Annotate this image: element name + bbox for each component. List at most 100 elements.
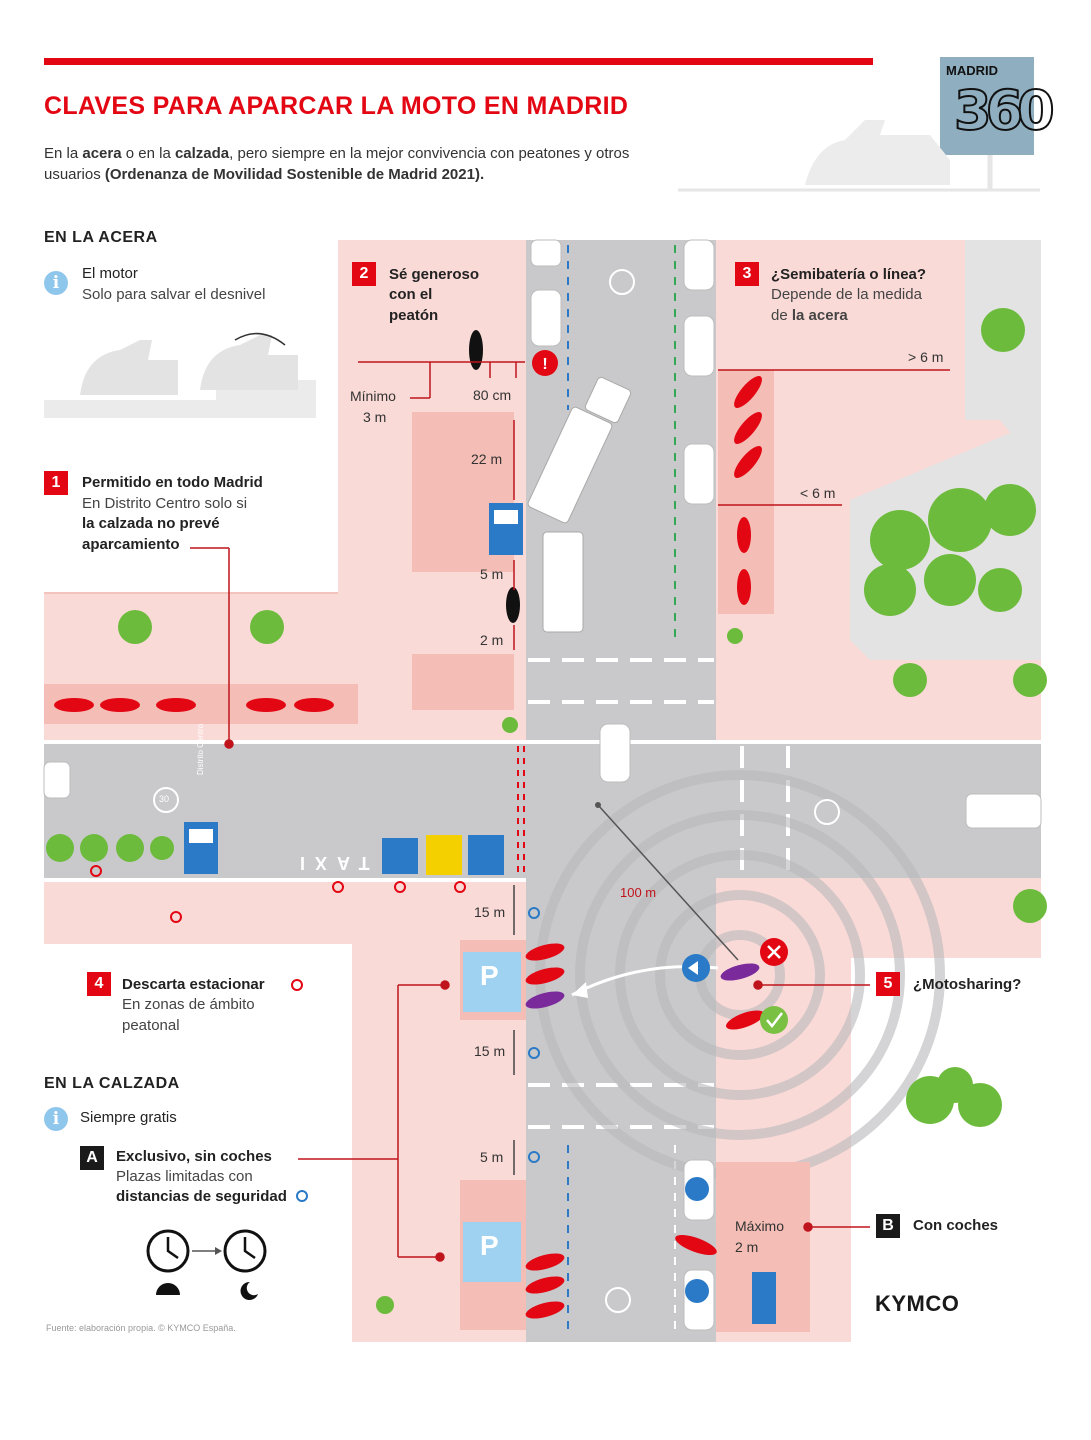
measure-15m: 15 m — [474, 904, 506, 920]
scooter-ghost-icon — [805, 120, 950, 185]
moon-icon — [240, 1281, 258, 1300]
intro-ordenanza: (Ordenanza de Movilidad Sostenible de Ma… — [104, 166, 485, 183]
item-A-line2: distancias de seguridad — [116, 1188, 287, 1205]
blue-mailbox — [468, 835, 504, 875]
scooter-ride-icon — [200, 335, 298, 390]
info-icon: i — [44, 1107, 68, 1131]
svg-text:P: P — [480, 1230, 499, 1261]
header-red-bar — [44, 58, 873, 65]
item-4-number: 4 — [87, 972, 111, 996]
measure-lines — [190, 361, 950, 1262]
trees — [46, 308, 1047, 1314]
road-edge — [44, 878, 526, 882]
curb — [44, 592, 338, 594]
red-dots — [90, 865, 466, 991]
sidewalk-bottom-left — [44, 878, 526, 944]
intro-part: , pero siempre en la mejor convivencia c… — [44, 145, 630, 183]
measure-lt6: < 6 m — [800, 485, 836, 501]
black-moto-icon — [506, 587, 520, 623]
intro-text: En la acera o en la calzada, pero siempr… — [44, 143, 664, 185]
item-4-title: Descarta estacionar — [122, 976, 265, 993]
black-moto-icon — [469, 330, 483, 370]
step-illustration — [44, 400, 316, 418]
kymco-logo: KYMCO — [875, 1291, 960, 1316]
measure-maximo-val: 2 m — [735, 1239, 759, 1255]
section-acera: EN LA ACERA — [44, 229, 158, 246]
intro-calzada: calzada — [174, 145, 230, 162]
speed-label: 30 — [159, 794, 170, 804]
logo-text: MADRID — [946, 63, 998, 78]
measure-minimo-val: 3 m — [363, 409, 387, 425]
accessible-icon — [382, 838, 418, 874]
plaza-area — [965, 240, 1041, 470]
item-3-title: ¿Semibatería o línea? — [771, 266, 927, 283]
motion-arrow — [234, 332, 286, 346]
distrito-label: Distrito Centro — [196, 723, 205, 775]
measure-22m: 22 m — [471, 451, 503, 467]
logo-number: 360 — [953, 78, 1056, 143]
measure-5m: 5 m — [480, 566, 504, 582]
item-3-number: 3 — [735, 262, 759, 286]
item-5-number: 5 — [876, 972, 900, 996]
item-B-title: Con coches — [913, 1217, 999, 1234]
taxi-label: TAXI — [290, 853, 370, 873]
measure-100m: 100 m — [620, 885, 657, 900]
item-2-line1: Sé generoso — [389, 266, 480, 283]
item-3-line1: Depende de la medida — [771, 286, 922, 303]
item-1-number: 1 — [44, 471, 68, 495]
cars — [43, 239, 1042, 1331]
measure-80cm: 80 cm — [473, 387, 512, 403]
item-A-number: A — [80, 1146, 104, 1170]
euro-icon — [685, 1177, 709, 1201]
madrid-360-logo: MADRID 360 — [940, 57, 1056, 155]
info-icon: i — [44, 271, 68, 295]
warning-icon — [532, 350, 558, 376]
item-2-line2: con el — [389, 286, 433, 303]
arrow-head — [572, 982, 588, 998]
item-3-acera: la acera — [791, 307, 848, 324]
moto-parking-sign — [463, 1222, 521, 1282]
item-1-title: Permitido en todo Madrid — [82, 474, 263, 491]
parking-meter-icon — [752, 1272, 776, 1324]
section-calzada: EN LA CALZADA — [44, 1075, 180, 1092]
measure-gt6: > 6 m — [908, 349, 944, 365]
road-edge — [44, 740, 1041, 744]
motosharing-bikes — [525, 963, 760, 1009]
ped-zone — [412, 654, 514, 710]
svg-text:P: P — [480, 960, 499, 991]
svg-text:!: ! — [542, 356, 547, 373]
measure-5m: 5 m — [480, 1149, 504, 1165]
intro-part: En la — [44, 145, 83, 162]
red-motorbikes — [54, 376, 764, 1319]
item-4-line1: En zonas de ámbito — [122, 996, 255, 1013]
item-B-number: B — [876, 1214, 900, 1238]
scooter-push-icon — [80, 340, 178, 395]
intro-part: o en la — [121, 145, 175, 162]
item-1-line3: aparcamiento — [82, 536, 180, 553]
measure-maximo: Máximo — [735, 1218, 785, 1234]
item-4-line2: peatonal — [122, 1017, 180, 1034]
intro-acera: acera — [82, 145, 122, 162]
sun-icon — [156, 1283, 180, 1295]
radius-dot — [595, 802, 601, 808]
item-A-line1: Plazas limitadas con — [116, 1168, 253, 1185]
measure-minimo: Mínimo — [350, 388, 396, 404]
motor-title: El motor — [82, 265, 138, 282]
item-A-title: Exclusivo, sin coches — [116, 1148, 272, 1165]
source-note: Fuente: elaboración propia. © KYMCO Espa… — [46, 1323, 236, 1333]
item-1-line2: la calzada no prevé — [82, 515, 220, 532]
item-2-number: 2 — [352, 262, 376, 286]
motor-text: Solo para salvar el desnivel — [82, 286, 266, 303]
radius-line — [597, 804, 739, 961]
gratis-title: Siempre gratis — [80, 1109, 177, 1126]
blue-dots — [296, 907, 540, 1202]
trucks — [527, 376, 632, 633]
allowed-icon — [760, 1006, 788, 1034]
item-1-line1: En Distrito Centro solo si — [82, 495, 248, 512]
speed-marks — [153, 269, 840, 1313]
item-3-line2: de la acera — [771, 306, 848, 326]
euro-icon — [685, 1279, 709, 1303]
moto-parking-sign — [463, 952, 521, 1012]
item-2-line3: peatón — [389, 307, 439, 324]
